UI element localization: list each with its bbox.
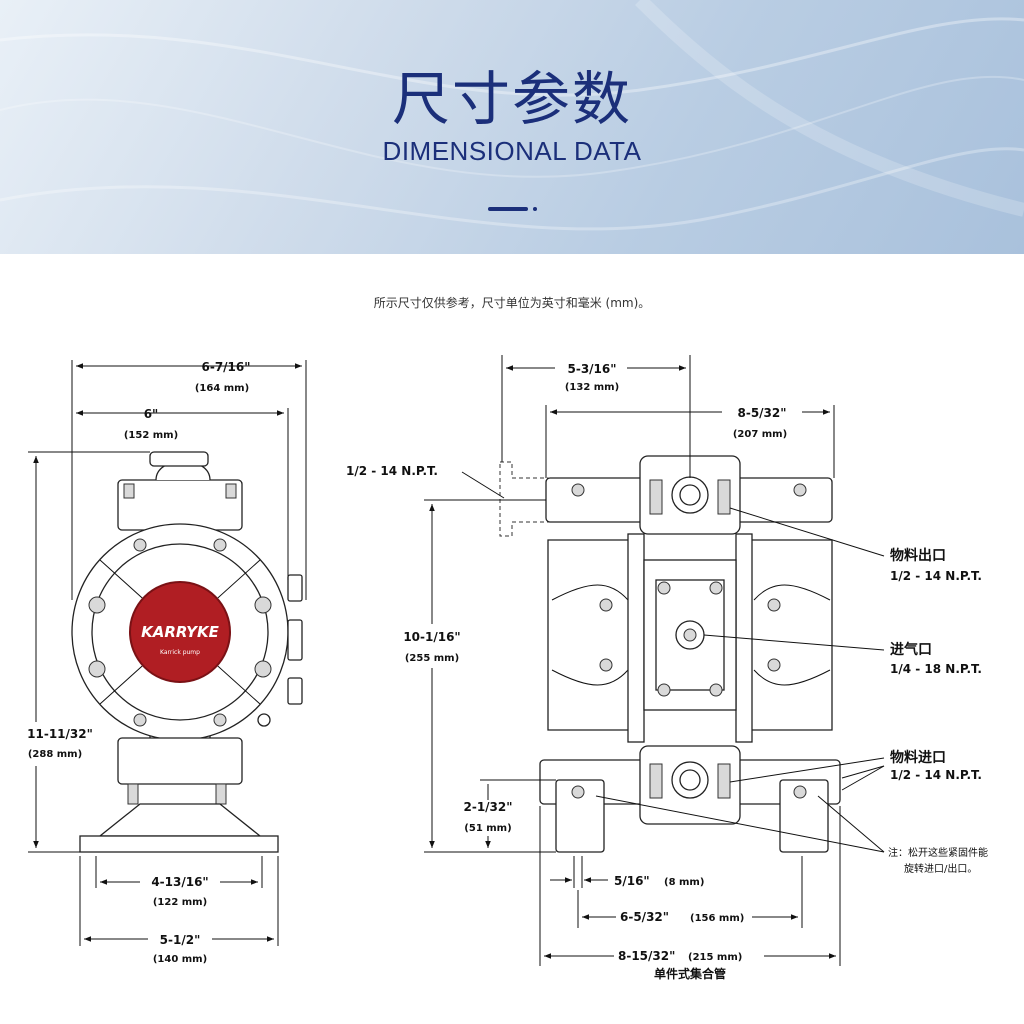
callout-air-inlet-spec: 1/4 - 18 N.P.T. bbox=[890, 662, 982, 676]
callout-outlet: 物料出口 bbox=[890, 547, 946, 564]
label-npt-top: 1/2 - 14 N.P.T. bbox=[346, 464, 438, 478]
dim-overall: 8-15/32" bbox=[618, 949, 675, 963]
footnote-line-1: 注：松开这些紧固件能 bbox=[888, 846, 988, 859]
title-underline-dot bbox=[533, 207, 537, 211]
dim-side-body-width: 8-5/32" bbox=[737, 406, 786, 420]
page-title: 尺寸参数 bbox=[391, 65, 632, 133]
title-underline bbox=[488, 207, 528, 211]
side-view bbox=[499, 455, 841, 853]
dim-front-body-width: 6" bbox=[144, 407, 159, 421]
dim-side-top-offset: 5-3/16" bbox=[567, 362, 616, 376]
dim-front-overall-width-mm: (164 mm) bbox=[195, 383, 249, 394]
label-manifold: 单件式集合管 bbox=[654, 966, 726, 981]
dim-bolt: 5/16" bbox=[614, 874, 650, 888]
header-banner bbox=[0, 0, 1024, 254]
front-dimensions: 6-7/16" (164 mm) 6" (152 mm) 11-11/32" (… bbox=[27, 360, 307, 965]
dim-front-body-width-mm: (152 mm) bbox=[124, 430, 178, 441]
callout-air-inlet: 进气口 bbox=[890, 641, 932, 658]
dim-bolt-mm: (8 mm) bbox=[664, 877, 704, 888]
callout-inlet: 物料进口 bbox=[890, 749, 946, 766]
dim-front-height-mm: (288 mm) bbox=[28, 749, 82, 760]
dim-foot-inner-mm: (122 mm) bbox=[153, 897, 207, 908]
dim-foot-spacing: 6-5/32" bbox=[620, 910, 669, 924]
dim-foot-outer-mm: (140 mm) bbox=[153, 954, 207, 965]
dim-side-height-mm: (255 mm) bbox=[405, 653, 459, 664]
side-dimensions: 5-3/16" (132 mm) 8-5/32" (207 mm) 1/2 - … bbox=[346, 355, 841, 981]
callout-inlet-spec: 1/2 - 14 N.P.T. bbox=[890, 768, 982, 782]
dim-inlet-height-mm: (51 mm) bbox=[464, 823, 511, 834]
dim-side-top-offset-mm: (132 mm) bbox=[565, 382, 619, 393]
logo-text: KARRYKE bbox=[141, 623, 219, 641]
dim-inlet-height: 2-1/32" bbox=[463, 800, 512, 814]
dim-side-height: 10-1/16" bbox=[403, 630, 460, 644]
dim-foot-spacing-mm: (156 mm) bbox=[690, 913, 744, 924]
footnote-line-2: 旋转进口/出口。 bbox=[904, 862, 977, 875]
callouts: 物料出口 1/2 - 14 N.P.T. 进气口 1/4 - 18 N.P.T.… bbox=[595, 507, 988, 875]
dimension-note: 所示尺寸仅供参考，尺寸单位为英寸和毫米 (mm)。 bbox=[373, 296, 651, 310]
page-subtitle: DIMENSIONAL DATA bbox=[382, 136, 642, 166]
dim-side-body-width-mm: (207 mm) bbox=[733, 429, 787, 440]
callout-outlet-spec: 1/2 - 14 N.P.T. bbox=[890, 569, 982, 583]
banner-waves bbox=[0, 0, 1024, 231]
logo-subtext: Karrick pump bbox=[160, 649, 200, 656]
dim-front-overall-width: 6-7/16" bbox=[201, 360, 250, 374]
dim-foot-inner: 4-13/16" bbox=[151, 875, 208, 889]
dim-front-height: 11-11/32" bbox=[27, 727, 93, 741]
brand-logo: KARRYKE Karrick pump bbox=[129, 581, 231, 683]
dim-foot-outer: 5-1/2" bbox=[160, 933, 201, 947]
dim-overall-mm: (215 mm) bbox=[688, 952, 742, 963]
